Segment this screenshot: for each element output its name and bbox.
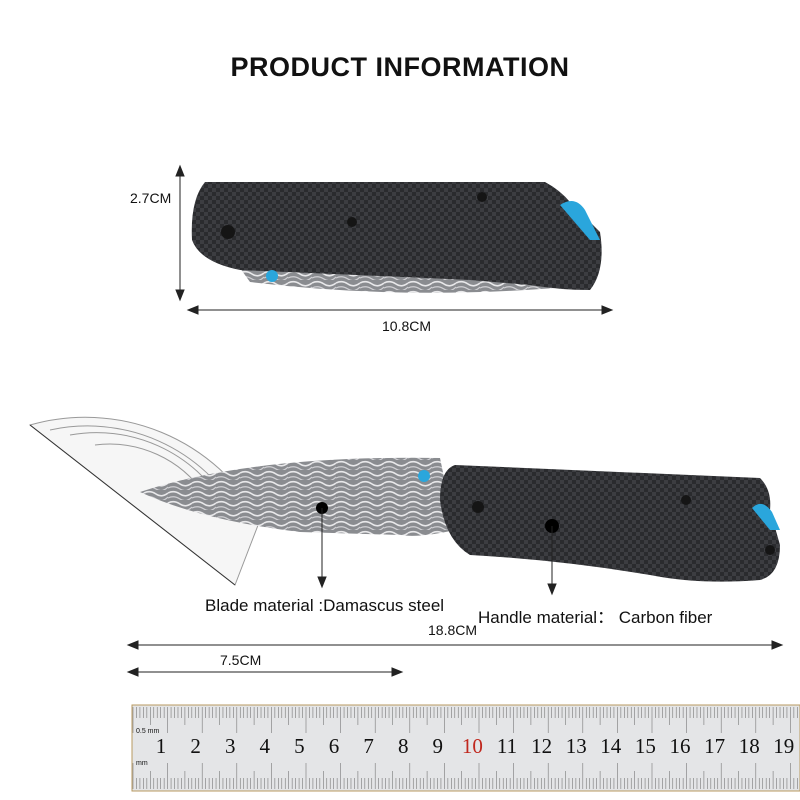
ruler-number: 5: [294, 734, 305, 758]
bottom-pivot-icon: [418, 470, 430, 482]
ruler-unit-mm: mm: [136, 760, 148, 767]
ruler-number: 10: [461, 734, 483, 758]
bottom-clip-icon: [752, 503, 780, 530]
total-length-label: 18.8CM: [428, 622, 478, 638]
ruler-number: 16: [669, 734, 691, 758]
bottom-handle: [440, 465, 780, 582]
top-knife: [191, 182, 602, 293]
ruler-number: 18: [738, 734, 760, 758]
height-label: 2.7CM: [130, 190, 172, 206]
bottom-knife: [140, 457, 780, 582]
ruler-number: 4: [259, 734, 271, 758]
ruler-number: 14: [600, 734, 622, 758]
ruler-number: 13: [565, 734, 587, 758]
top-handle: [191, 182, 602, 290]
top-dimension-arrows: [175, 164, 614, 315]
ruler-number: 19: [773, 734, 795, 758]
blade-material-label: Blade material :Damascus steel: [205, 596, 445, 615]
blade-length-label: 7.5CM: [220, 652, 262, 668]
ruler: [131, 704, 800, 792]
ruler-number: 12: [531, 734, 553, 758]
ruler-number: 15: [634, 734, 656, 758]
ruler-number: 1: [155, 734, 167, 758]
top-thumb-stud-icon: [560, 201, 600, 240]
ruler-number: 8: [397, 734, 409, 758]
handle-material-label: Handle material： Carbon fiber: [478, 608, 713, 627]
ruler-unit-small: 0.5 mm: [136, 728, 160, 735]
ruler-number: 9: [432, 734, 444, 758]
page-title: PRODUCT INFORMATION: [230, 52, 570, 82]
top-pivot-icon: [266, 270, 278, 282]
ruler-number: 7: [363, 734, 374, 758]
ruler-number: 17: [704, 734, 726, 758]
length-label: 10.8CM: [382, 318, 432, 334]
ruler-number: 11: [496, 734, 518, 758]
bottom-blade: [140, 457, 455, 536]
ruler-number: 2: [190, 734, 201, 758]
ruler-number: 3: [224, 734, 236, 758]
ruler-number: 6: [328, 734, 340, 758]
bottom-dimension-arrows: [126, 508, 784, 677]
